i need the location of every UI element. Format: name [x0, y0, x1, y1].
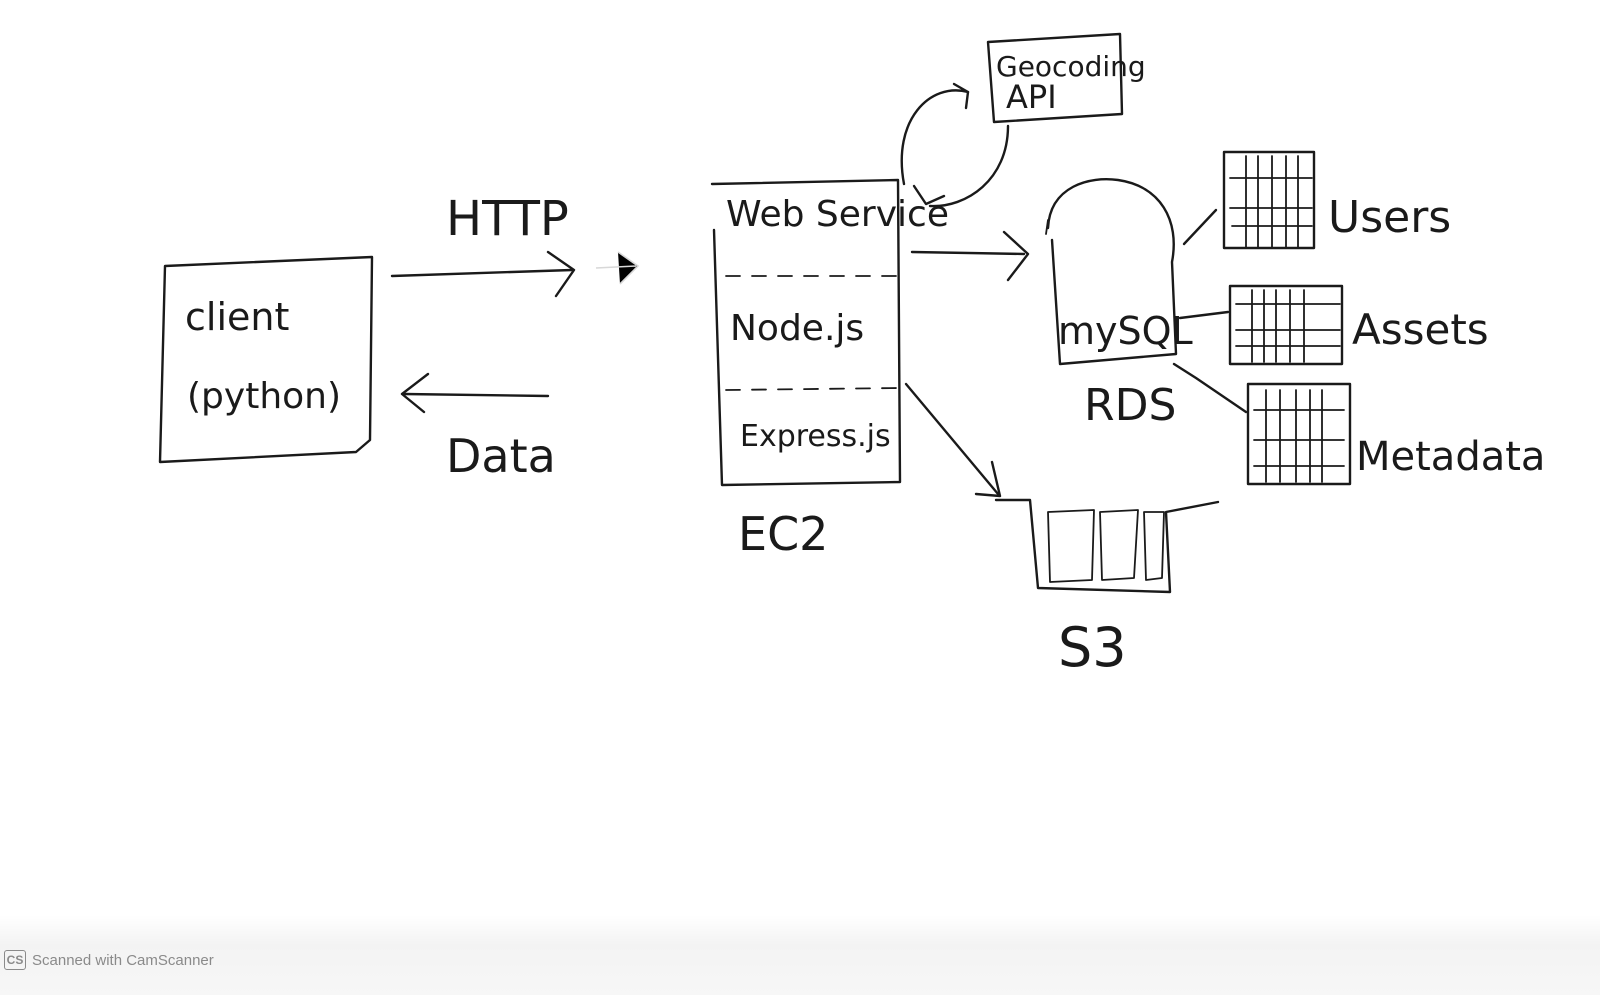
- metadata-label: Metadata: [1356, 434, 1545, 480]
- users-table: Users: [1182, 150, 1451, 250]
- ec2-node: Web Service Node.js Express.js EC2: [710, 178, 949, 561]
- ec2-to-rds-arrow: [910, 230, 1030, 282]
- client-node: client (python): [158, 255, 374, 464]
- s3-caption: S3: [1058, 616, 1127, 679]
- data-response-arrow: Data: [400, 372, 556, 483]
- s3-node: S3: [994, 498, 1220, 679]
- geocoding-label-line1: Geocoding: [996, 50, 1146, 83]
- watermark-text: Scanned with CamScanner: [32, 951, 214, 969]
- ec2-layer-web-service: Web Service: [726, 194, 949, 235]
- assets-label: Assets: [1352, 305, 1489, 354]
- ec2-caption: EC2: [738, 507, 828, 561]
- metadata-table: Metadata: [1172, 362, 1545, 486]
- camscanner-watermark: CS Scanned with CamScanner: [4, 949, 214, 971]
- rds-caption: RDS: [1084, 380, 1176, 431]
- ec2-to-s3-arrow: [904, 382, 1002, 498]
- http-label: HTTP: [446, 191, 569, 247]
- ec2-layer-expressjs: Express.js: [740, 419, 891, 454]
- client-label-line1: client: [185, 295, 289, 339]
- mysql-label: mySQL: [1058, 309, 1193, 353]
- ec2-layer-nodejs: Node.js: [730, 308, 864, 349]
- data-label: Data: [446, 429, 556, 483]
- geocoding-label-line2: API: [1006, 78, 1057, 116]
- assets-table: Assets: [1178, 284, 1489, 366]
- http-request-arrow: HTTP: [390, 191, 640, 298]
- client-label-line2: (python): [187, 376, 341, 417]
- rds-mysql-node: mySQL RDS: [1045, 178, 1193, 431]
- users-label: Users: [1328, 192, 1451, 243]
- geocoding-api-node: Geocoding API: [900, 32, 1146, 208]
- camscanner-logo: CS: [4, 950, 26, 970]
